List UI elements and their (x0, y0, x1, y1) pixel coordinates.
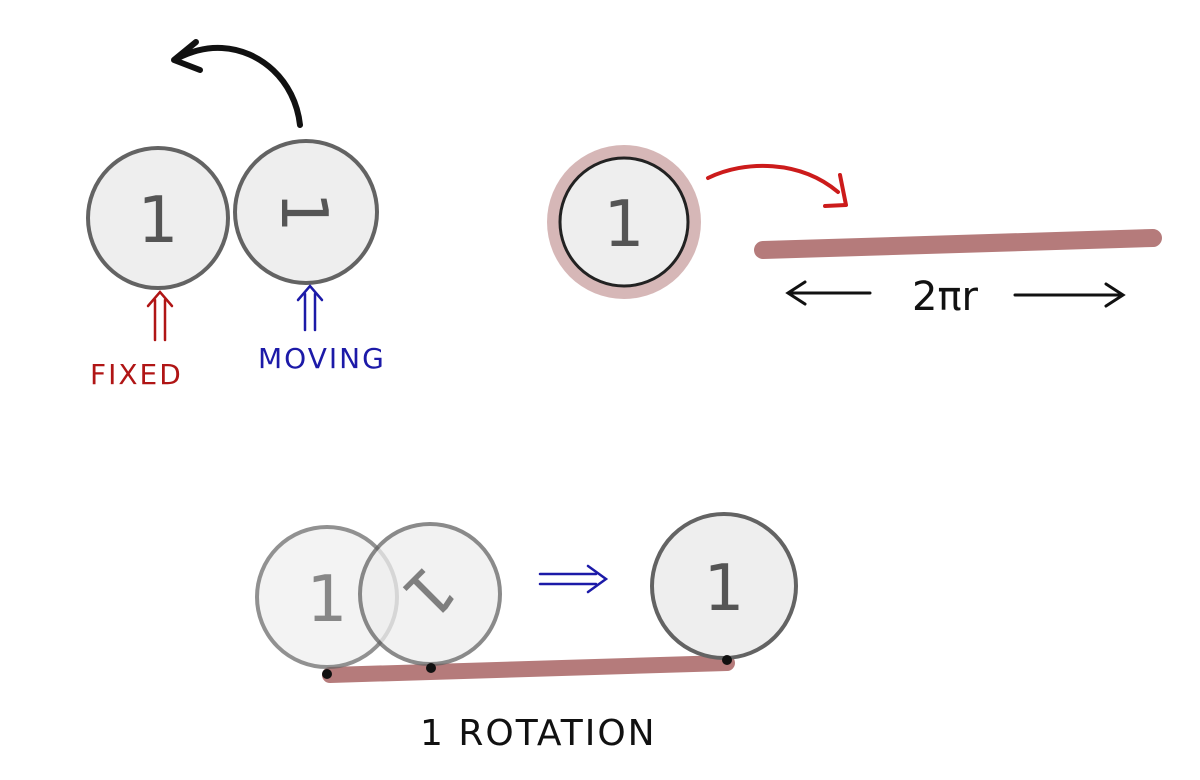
unroll-arrowhead (823, 173, 848, 208)
moving-label: MOVING (258, 342, 386, 375)
circumference-dimension (785, 280, 1126, 308)
contact-dot-start (322, 669, 332, 679)
fixed-coin-number: 1 (138, 184, 179, 258)
moving-coin-number: 1 (266, 192, 340, 233)
contact-dot-end (722, 655, 732, 665)
fixed-label: FIXED (90, 358, 183, 391)
unroll-arrow (706, 163, 840, 194)
rotation-arc-arrowhead (171, 39, 203, 73)
end-coin: 1 (650, 512, 798, 660)
contact-dot-middle (426, 663, 436, 673)
unrolled-coin: 1 (547, 145, 701, 299)
circumference-track (754, 229, 1162, 259)
moving-pointer-arrow (296, 284, 324, 332)
unrolled-coin-number: 1 (604, 188, 645, 262)
rotation-track (322, 655, 735, 683)
progress-double-arrow (538, 564, 609, 594)
fixed-pointer-arrow (146, 290, 174, 342)
rolling-coin: 1 (358, 522, 502, 666)
fixed-coin: 1 (86, 146, 230, 290)
start-coin-number: 1 (307, 563, 348, 637)
end-coin-number: 1 (704, 552, 745, 626)
rotation-arc-arrow (175, 44, 303, 128)
circumference-label: 2πr (912, 274, 979, 320)
moving-coin: 1 (233, 139, 379, 285)
rotation-label: 1 ROTATION (420, 713, 657, 754)
